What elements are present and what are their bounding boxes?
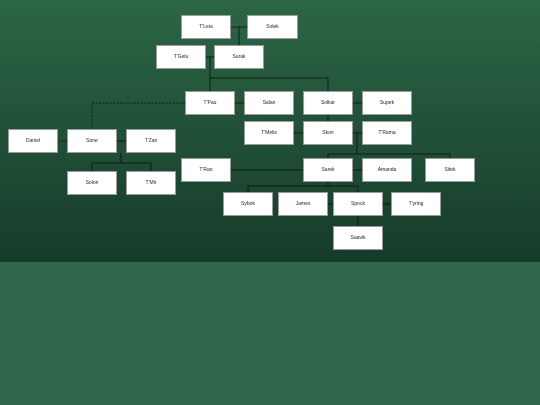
person-node-trao[interactable]: T'Rao <box>181 158 231 182</box>
person-node-daniel[interactable]: Daniel <box>8 129 58 153</box>
person-node-tmir[interactable]: T'Mir <box>126 171 176 195</box>
person-node-solek[interactable]: Solek <box>247 15 298 39</box>
person-node-sarek[interactable]: Sarek <box>303 158 353 182</box>
person-node-sybok[interactable]: Sybok <box>223 192 273 216</box>
person-node-tyring[interactable]: T'yring <box>391 192 441 216</box>
person-node-james[interactable]: James <box>278 192 328 216</box>
person-node-tpau[interactable]: T'Pau <box>185 91 235 115</box>
person-node-skon[interactable]: Skon <box>303 121 353 145</box>
person-node-supek[interactable]: Supek <box>362 91 412 115</box>
person-node-saavik[interactable]: Saavik <box>333 226 383 250</box>
lower-background-area <box>0 262 540 405</box>
person-node-solon[interactable]: Solon <box>67 171 117 195</box>
connector-tpau-sone-dashed <box>91 102 185 129</box>
person-node-tleia[interactable]: T'Leia <box>181 15 231 39</box>
person-node-amanda[interactable]: Amanda <box>362 158 412 182</box>
person-node-trama[interactable]: T'Rama <box>362 121 412 145</box>
person-node-tmelis[interactable]: T'Melis <box>244 121 294 145</box>
person-node-surak[interactable]: Surak <box>214 45 264 69</box>
person-node-tzan[interactable]: T'Zan <box>126 129 176 153</box>
person-node-tgelu[interactable]: T'Gelu <box>156 45 206 69</box>
person-node-spock[interactable]: Spock <box>333 192 383 216</box>
person-node-sitek[interactable]: Sitek <box>425 158 475 182</box>
person-node-sone[interactable]: Sone <box>67 129 117 153</box>
person-node-solkar[interactable]: Solkar <box>303 91 353 115</box>
person-node-salan[interactable]: Salan <box>244 91 294 115</box>
